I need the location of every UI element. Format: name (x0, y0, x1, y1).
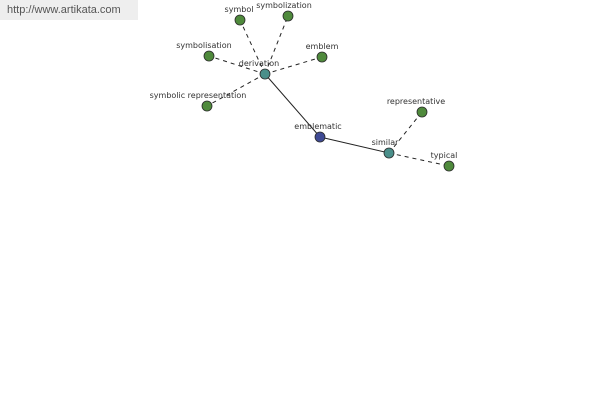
node-emblem[interactable]: emblem (306, 42, 339, 63)
node-label-symbolisation[interactable]: symbolisation (176, 41, 232, 50)
node-label-emblem[interactable]: emblem (306, 42, 339, 51)
node-similar[interactable]: similar (372, 138, 400, 159)
node-symbol[interactable]: symbol (225, 5, 254, 26)
node-marker-representative[interactable] (416, 106, 428, 118)
node-label-symbol[interactable]: symbol (225, 5, 254, 14)
source-link[interactable]: http://www.artikata.com (0, 0, 138, 20)
node-label-derivation[interactable]: derivation (239, 59, 279, 68)
node-emblematic[interactable]: emblematic (294, 122, 342, 143)
node-marker-symbolic-representation[interactable] (201, 100, 213, 112)
node-label-symbolization[interactable]: symbolization (256, 1, 312, 10)
node-marker-emblematic[interactable] (314, 131, 326, 143)
edge-derivation-emblem (264, 56, 323, 75)
node-label-representative[interactable]: representative (387, 97, 445, 106)
node-derivation[interactable]: derivation (239, 59, 279, 80)
node-marker-symbolization[interactable] (282, 10, 294, 22)
node-marker-emblem[interactable] (316, 51, 328, 63)
node-symbolisation[interactable]: symbolisation (176, 41, 232, 62)
node-representative[interactable]: representative (387, 97, 445, 118)
node-marker-derivation[interactable] (259, 68, 271, 80)
node-label-similar[interactable]: similar (372, 138, 400, 147)
edge-derivation-symbolisation (208, 55, 266, 75)
node-label-emblematic[interactable]: emblematic (294, 122, 341, 131)
node-marker-symbolisation[interactable] (203, 50, 215, 62)
edge-similar-typical (388, 152, 450, 167)
node-symbolization[interactable]: symbolization (256, 1, 312, 22)
node-marker-symbol[interactable] (234, 14, 246, 26)
edge-derivation-symbol (239, 19, 266, 75)
node-symbolic-representation[interactable]: symbolic representation (150, 91, 247, 112)
node-typical[interactable]: typical (431, 151, 458, 172)
edge-emblematic-derivation (264, 73, 321, 138)
node-label-typical[interactable]: typical (431, 151, 458, 160)
node-marker-similar[interactable] (383, 147, 395, 159)
edge-similar-representative (388, 111, 423, 154)
edges-layer (206, 15, 450, 167)
edge-derivation-symbolic-representation (206, 73, 266, 107)
node-label-symbolic-representation[interactable]: symbolic representation (150, 91, 247, 100)
edge-derivation-symbolization (264, 15, 289, 75)
edge-emblematic-similar (319, 136, 390, 154)
node-marker-typical[interactable] (443, 160, 455, 172)
